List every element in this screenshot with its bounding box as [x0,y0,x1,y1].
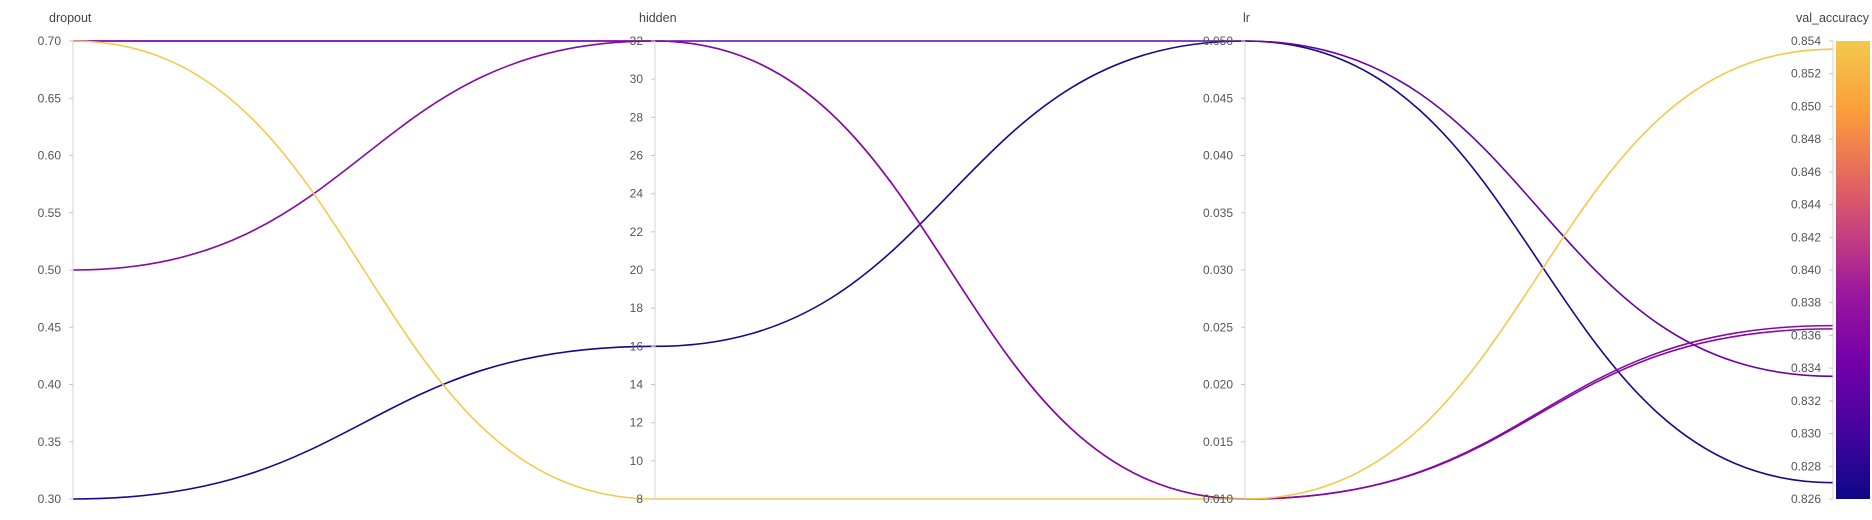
tick-label: 12 [630,416,644,430]
axes: dropout 0.30 0.35 0.40 0.45 0.50 0.55 0.60 0.65 0… [38,11,1870,506]
tick-label: 18 [630,301,644,315]
tick-label: 0.828 [1791,459,1821,473]
tick-label: 28 [630,110,644,124]
tick-label: 14 [630,378,644,392]
axis-title: val_accuracy [1796,11,1870,25]
tick-label: 0.45 [38,320,62,334]
tick-label: 16 [630,339,644,353]
tick-label: 22 [630,225,644,239]
tick-label: 26 [630,149,644,163]
tick-label: 0.050 [1203,34,1233,48]
tick-label: 0.045 [1203,91,1233,105]
colorbar-gradient [1836,41,1870,499]
tick-label: 0.025 [1203,320,1233,334]
tick-label: 0.70 [38,34,62,48]
tick-label: 0.840 [1791,263,1821,277]
tick-label: 0.846 [1791,165,1821,179]
tick-label: 0.854 [1791,34,1821,48]
run-line[interactable] [72,40,1834,500]
axis-title: dropout [49,11,92,25]
run-line[interactable] [72,40,1834,500]
tick-label: 0.50 [38,263,62,277]
axis-dropout[interactable]: dropout 0.30 0.35 0.40 0.45 0.50 0.55 0.60 0.65 0… [38,11,92,506]
tick-label: 20 [630,263,644,277]
tick-label: 0.838 [1791,296,1821,310]
axis-title: lr [1243,11,1250,25]
run-lines [72,40,1834,500]
tick-label: 0.850 [1791,99,1821,113]
axis-hidden[interactable]: hidden 8 10 12 14 16 18 20 22 24 26 28 30 32 [630,11,677,506]
tick-label: 0.010 [1203,492,1233,506]
tick-label: 30 [630,72,644,86]
tick-label: 0.40 [38,378,62,392]
colorbar [1836,41,1870,499]
tick-label: 0.842 [1791,230,1821,244]
tick-label: 0.832 [1791,394,1821,408]
tick-label: 32 [630,34,644,48]
tick-label: 0.55 [38,206,62,220]
tick-label: 0.852 [1791,67,1821,81]
tick-label: 10 [630,454,644,468]
tick-label: 0.834 [1791,361,1821,375]
tick-label: 0.020 [1203,378,1233,392]
tick-label: 0.015 [1203,435,1233,449]
tick-label: 0.60 [38,149,62,163]
axis-title: hidden [639,11,677,25]
run-line[interactable] [73,40,1834,378]
run-line[interactable] [72,40,1834,500]
axis-val-accuracy[interactable]: val_accuracy 0.826 0.828 0.830 0.832 0.834 0.8… [1791,11,1870,506]
tick-label: 24 [630,187,644,201]
tick-label: 0.65 [38,91,62,105]
tick-label: 0.35 [38,435,62,449]
tick-label: 0.830 [1791,427,1821,441]
axis-lr[interactable]: lr 0.010 0.015 0.020 0.025 0.030 0.035 0.040 0.0… [1203,11,1250,506]
tick-label: 0.035 [1203,206,1233,220]
tick-label: 0.844 [1791,198,1821,212]
run-line[interactable] [73,40,1834,500]
tick-label: 0.848 [1791,132,1821,146]
tick-label: 0.836 [1791,328,1821,342]
tick-label: 0.826 [1791,492,1821,506]
tick-label: 0.030 [1203,263,1233,277]
tick-label: 0.30 [38,492,62,506]
tick-label: 8 [636,492,643,506]
tick-label: 0.040 [1203,149,1233,163]
